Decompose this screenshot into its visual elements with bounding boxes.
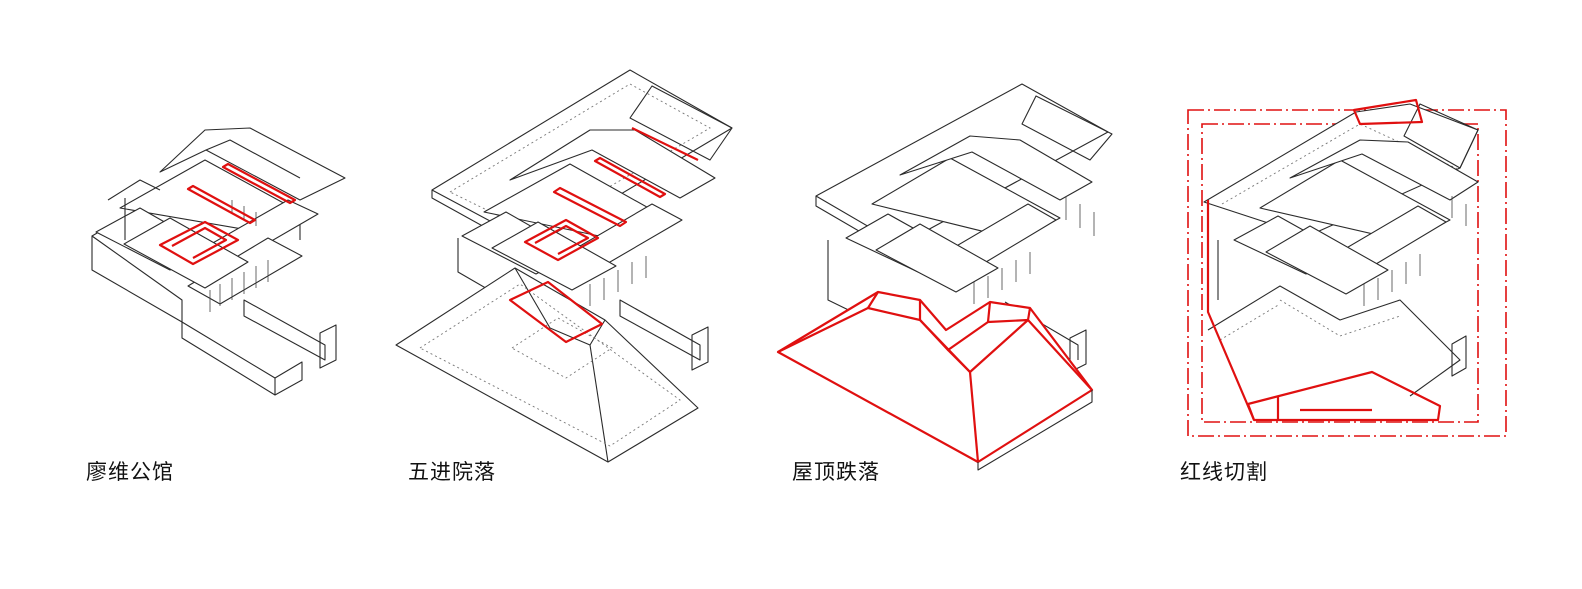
isometric-drawing-4 bbox=[1187, 98, 1507, 437]
isometric-drawing-2 bbox=[395, 69, 733, 463]
panel-red-line-cut: 红线切割 bbox=[1160, 0, 1582, 589]
caption-2: 五进院落 bbox=[408, 460, 496, 484]
isometric-drawing-3 bbox=[776, 83, 1113, 471]
panel-liaowei-mansion: 廖维公馆 bbox=[0, 0, 380, 589]
caption-1: 廖维公馆 bbox=[86, 460, 174, 484]
panel-roof-drop: 屋顶跌落 bbox=[760, 0, 1160, 589]
caption-3: 屋顶跌落 bbox=[792, 460, 880, 484]
caption-4: 红线切割 bbox=[1180, 460, 1268, 484]
panel-five-courtyards: 五进院落 bbox=[380, 0, 760, 589]
isometric-drawing-1 bbox=[91, 127, 346, 396]
